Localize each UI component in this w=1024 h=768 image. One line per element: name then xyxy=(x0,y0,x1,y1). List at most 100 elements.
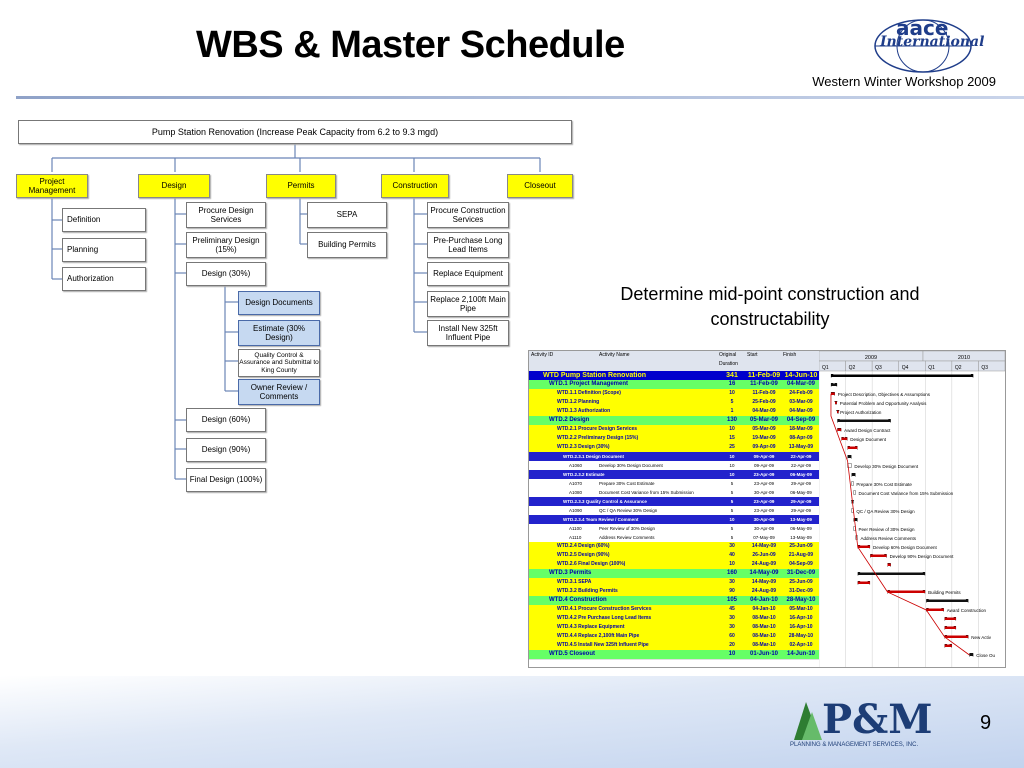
gantt-cell-id: A1110 xyxy=(569,535,582,540)
gantt-cell-id: WTD.4.3 Replace Equipment xyxy=(557,624,625,630)
aace-logo: aace International xyxy=(868,12,984,76)
wbs-replace-main-pipe: Replace 2,100ft Main Pipe xyxy=(427,291,509,317)
gantt-cell-id: WTD.5 Closeout xyxy=(549,651,595,657)
gantt-summary-cap xyxy=(965,599,969,603)
gantt-cell-duration: 5 xyxy=(730,481,734,486)
gantt-cell-id: WTD.3 Permits xyxy=(549,570,592,576)
wbs-pre-purchase: Pre-Purchase Long Lead Items xyxy=(427,232,509,258)
gantt-cell-duration: 10 xyxy=(729,390,735,396)
gantt-cell-name xyxy=(599,407,717,416)
wbs-procure-design-services: Procure Design Services xyxy=(186,202,266,228)
gantt-cell-name xyxy=(599,632,717,641)
gantt-critical-bar xyxy=(944,617,957,620)
gantt-cell-start: 23-Apr-09 xyxy=(753,481,774,486)
gantt-cell-id: WTD.4.2 Pre Purchase Long Lead Items xyxy=(557,615,652,621)
gantt-cell-start: 14-May-09 xyxy=(751,543,777,549)
gantt-cell-id: WTD.4.1 Procure Construction Services xyxy=(557,606,652,612)
gantt-cell-id: A1070 xyxy=(569,481,583,486)
gantt-cell-finish: 25-Jun-09 xyxy=(789,579,813,585)
gantt-cell-duration: 15 xyxy=(729,435,735,441)
gantt-cell-start: 04-Mar-09 xyxy=(752,408,776,414)
gantt-bar-label: New Activ xyxy=(971,635,992,640)
gantt-cell-start: 11-Feb-09 xyxy=(752,390,776,396)
gantt-cell-name: Peer Review of 30% Design xyxy=(599,526,656,531)
gantt-cell-name xyxy=(599,497,717,506)
logo-aace-text: aace xyxy=(896,16,949,40)
gantt-summary-cap xyxy=(926,599,929,603)
midpoint-note: Determine mid-point construction and con… xyxy=(620,284,920,329)
gantt-cell-finish: 16-Apr-10 xyxy=(789,624,813,630)
gantt-cell-duration: 10 xyxy=(729,454,735,459)
gantt-cell-duration: 30 xyxy=(729,615,735,621)
gantt-critical-bar xyxy=(857,545,871,548)
gantt-cell-id: WTD Pump Station Renovation xyxy=(543,372,647,379)
gantt-cell-finish: 13-May-09 xyxy=(790,517,812,522)
gantt-bar-label: Close Ou xyxy=(976,653,995,658)
gantt-quarter-label: Q1 xyxy=(928,365,935,371)
wbs-final-design: Final Design (100%) xyxy=(186,468,266,492)
wbs-design: Design xyxy=(138,174,210,198)
gantt-cell-name xyxy=(599,398,717,407)
gantt-cell-finish: 18-Mar-09 xyxy=(789,426,813,432)
gantt-cell-name: Develop 30% Design Document xyxy=(599,463,663,468)
gantt-cell-id: A1090 xyxy=(569,508,583,513)
gantt-cell-start: 09-Apr-09 xyxy=(752,444,776,450)
gantt-cell-duration: 10 xyxy=(729,561,735,567)
gantt-bar-label: Document Cost Variance from 15% Submissi… xyxy=(858,491,953,496)
gantt-year-label: 2009 xyxy=(865,355,877,361)
gantt-critical-bar xyxy=(835,401,837,404)
gantt-cell-name xyxy=(599,587,717,596)
gantt-summary-cap xyxy=(888,419,891,423)
gantt-cell-finish: 08-Apr-09 xyxy=(789,435,813,441)
gantt-bar-label: Building Permits xyxy=(928,590,961,595)
gantt-cell-start: 07-May-09 xyxy=(753,535,775,540)
pm-logo-mark: P&M xyxy=(822,696,933,743)
gantt-cell-duration: 1 xyxy=(730,408,734,414)
wbs-owner-review: Owner Review / Comments xyxy=(238,379,320,405)
wbs-authorization: Authorization xyxy=(62,267,146,291)
gantt-cell-start: 24-Aug-09 xyxy=(751,561,777,567)
gantt-cell-duration: 45 xyxy=(729,606,735,612)
gantt-critical-path xyxy=(830,394,970,656)
gantt-cell-duration: 30 xyxy=(729,579,735,585)
gantt-cell-duration: 5 xyxy=(730,490,734,495)
gantt-critical-bar xyxy=(887,563,891,566)
gantt-cell-id: WTD.4.4 Replace 2,100ft Main Pipe xyxy=(557,633,640,639)
gantt-cell-name xyxy=(599,434,717,443)
page-number: 9 xyxy=(980,712,992,734)
gantt-cell-id: WTD.3.2 Building Permits xyxy=(557,588,618,594)
wbs-definition: Definition xyxy=(62,208,146,232)
gantt-cell-duration: 160 xyxy=(726,570,737,576)
gantt-cell-start: 05-Mar-09 xyxy=(752,426,776,432)
gantt-cell-start: 08-Mar-10 xyxy=(752,615,776,621)
gantt-critical-bar xyxy=(847,446,858,449)
gantt-cell-finish: 21-Aug-09 xyxy=(788,552,814,558)
gantt-cell-name xyxy=(599,380,717,389)
gantt-summary-cap xyxy=(851,473,855,477)
wbs-design-60: Design (60%) xyxy=(186,408,266,432)
gantt-quarter-label: Q3 xyxy=(875,365,882,371)
gantt-summary-bar xyxy=(969,653,974,656)
gantt-cell-name xyxy=(599,650,717,659)
gantt-activity-bar xyxy=(851,481,854,486)
gantt-cell-name: Prepare 30% Cost Estimate xyxy=(599,481,655,486)
gantt-cell-start: 04-Jan-10 xyxy=(752,606,776,612)
gantt-cell-start: 09-Apr-09 xyxy=(753,463,774,468)
gantt-cell-duration: 5 xyxy=(730,499,734,504)
gantt-summary-cap xyxy=(847,455,851,459)
gantt-cell-id: WTD.4 Construction xyxy=(549,597,607,603)
gantt-cell-start: 11-Feb-09 xyxy=(750,381,778,387)
wbs-project-management: Project Management xyxy=(16,174,88,198)
gantt-bar-label: Design Document xyxy=(850,437,887,442)
gantt-bar-label: Peer Review of 30% Design xyxy=(858,527,915,532)
gantt-cell-duration: 10 xyxy=(729,472,735,477)
gantt-cell-id: WTD.2.1 Procure Design Services xyxy=(557,426,638,432)
gantt-cell-duration: 10 xyxy=(729,517,735,522)
gantt-cell-start: 23-Apr-09 xyxy=(753,472,775,477)
header-divider xyxy=(16,96,1024,99)
gantt-cell-start: 08-Mar-10 xyxy=(752,624,776,630)
gantt-cell-id: WTD.2.3.4 Team Review / Comment xyxy=(563,517,639,522)
